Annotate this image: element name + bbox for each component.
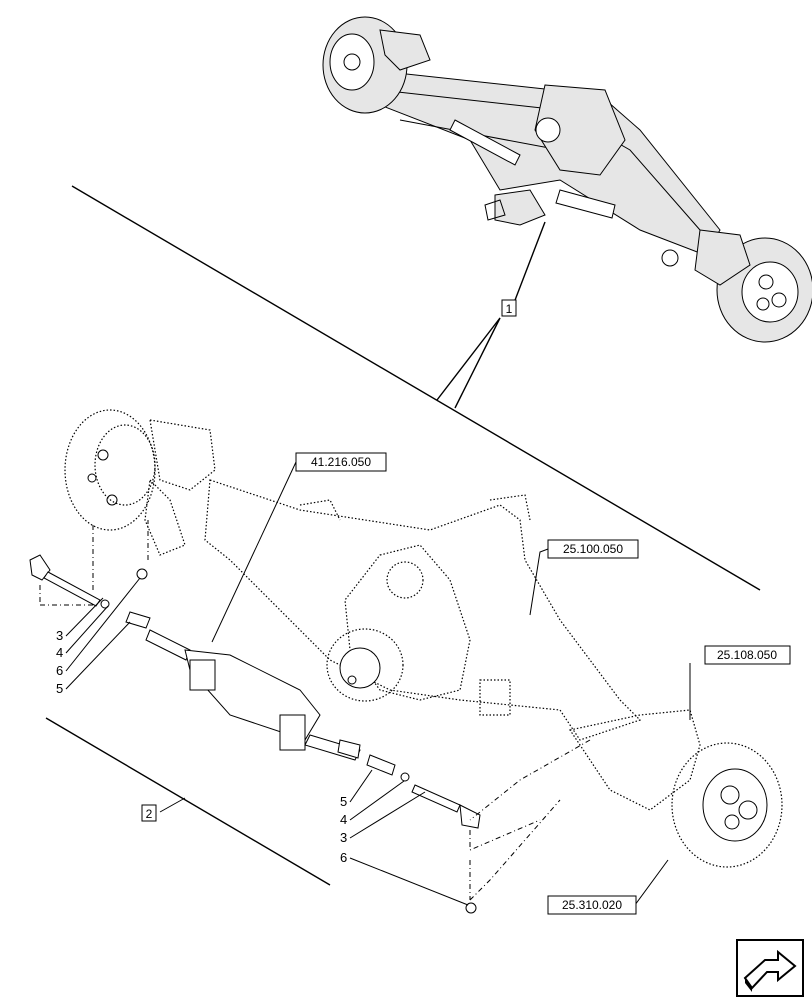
next-page-button[interactable] (736, 939, 804, 997)
svg-text:25.100.050: 25.100.050 (563, 542, 623, 556)
svg-text:25.310.020: 25.310.020 (562, 898, 622, 912)
ref-box-assembly[interactable]: 1 (501, 299, 517, 317)
assembled-axle-illustration (322, 16, 812, 343)
left-tie-rod-parts (29, 554, 151, 629)
ref-box-steering-cylinder[interactable]: 41.216.050 (295, 452, 387, 472)
left-callouts: 3 4 6 5 (56, 577, 141, 696)
svg-text:1: 1 (506, 302, 513, 316)
exploded-axle-housing (64, 409, 783, 868)
callout-1-leader (511, 221, 546, 309)
callout-right-0: 5 (340, 794, 347, 809)
ref-box-axle-housing[interactable]: 25.100.050 (547, 539, 639, 559)
callout-left-0: 3 (56, 628, 63, 643)
svg-text:41.216.050: 41.216.050 (311, 455, 371, 469)
svg-text:25.108.050: 25.108.050 (717, 648, 777, 662)
svg-text:2: 2 (146, 807, 153, 821)
callout-left-2: 6 (56, 663, 63, 678)
callout-left-1: 4 (56, 645, 63, 660)
ref-box-final-drive[interactable]: 25.310.020 (547, 895, 637, 915)
callout-left-3: 5 (56, 681, 63, 696)
ref-box-tie-rod-assembly[interactable]: 2 (141, 804, 157, 822)
right-tie-rod-parts (366, 754, 561, 914)
callout-right-2: 3 (340, 830, 347, 845)
callout-right-1: 4 (340, 812, 347, 827)
separator-line (71, 185, 761, 591)
callout-right-3: 6 (340, 850, 347, 865)
right-callouts: 5 4 3 6 (340, 769, 469, 906)
next-page-arrow-icon (743, 949, 797, 992)
steering-cylinder-part (145, 629, 361, 761)
ref-box-swivel-housing[interactable]: 25.108.050 (704, 645, 791, 665)
